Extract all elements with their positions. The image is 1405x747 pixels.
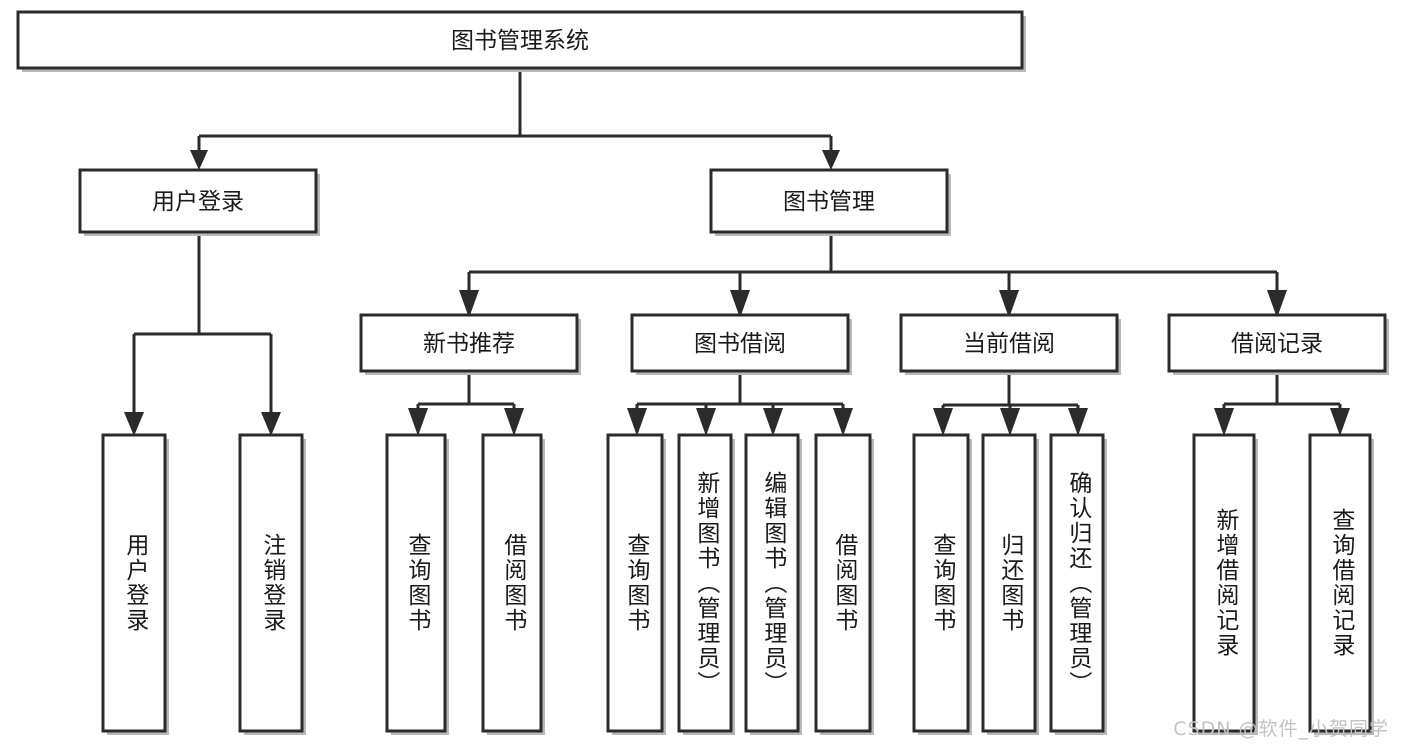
arrow-userlogin-leaf-1 [124,412,144,436]
arrow-bookborrow-leaf-4 [833,408,853,436]
node-user-login-label: 用户登录 [152,189,244,215]
arrow-currentborrow-leaf-1 [933,408,953,436]
node-leaf-borrow-book-1-box[interactable] [481,433,543,733]
arrow-currentborrow-leaf-2 [1000,408,1020,436]
arrow-borrowrecord-leaf-2 [1330,408,1350,436]
arrow-currentborrow-leaf-3 [1068,408,1088,436]
node-root-label: 图书管理系统 [451,28,589,54]
arrow-newbook-leaf-2 [504,408,524,436]
arrow-bookmanage-child-1 [459,290,479,318]
arrow-bookborrow-leaf-1 [627,408,647,436]
node-new-book-recommend-label: 新书推荐 [423,331,515,357]
csdn-watermark: CSDN @软件_小贺同学 [1173,718,1389,740]
node-book-borrow-box[interactable] [630,313,850,373]
node-root-box[interactable] [16,10,1024,70]
node-leaf-return-book-box[interactable] [981,433,1037,733]
node-book-borrow-label: 图书借阅 [694,331,786,357]
arrow-bookborrow-leaf-2 [696,408,716,436]
node-current-borrow-label: 当前借阅 [963,331,1055,357]
node-book-manage-label: 图书管理 [783,189,875,215]
node-leaf-add-book-box[interactable] [677,433,733,733]
node-user-login-box[interactable] [78,168,318,234]
arrow-root-to-user-login [190,150,208,170]
node-leaf-user-logout-box[interactable] [238,433,304,733]
node-layer: 图书管理系统 用户登录 图书管理 新书推荐 图书借阅 当前借阅 借阅记录 [16,10,1389,735]
node-current-borrow-box[interactable] [899,313,1119,373]
arrow-bookborrow-leaf-3 [763,408,783,436]
node-book-manage-box[interactable] [709,168,949,234]
arrow-bookmanage-child-2 [730,290,750,318]
node-new-book-recommend-box[interactable] [359,313,579,373]
node-leaf-query-book-2-box[interactable] [606,433,664,733]
arrow-bookmanage-child-4 [1267,290,1287,318]
node-leaf-confirm-return-box[interactable] [1049,433,1105,733]
node-leaf-query-record-box[interactable] [1308,433,1372,733]
node-leaf-user-login-box[interactable] [101,433,167,733]
node-leaf-query-book-1-box[interactable] [385,433,447,733]
connector-layer [124,68,1350,436]
arrow-borrowrecord-leaf-1 [1214,408,1234,436]
arrow-userlogin-leaf-2 [261,412,281,436]
arrow-bookmanage-child-3 [999,290,1019,318]
node-leaf-edit-book-box[interactable] [744,433,800,733]
arrow-newbook-leaf-1 [408,408,428,436]
node-borrow-record-box[interactable] [1167,313,1387,373]
node-leaf-borrow-book-2-box[interactable] [814,433,872,733]
arrow-root-to-book-manage [822,150,840,170]
node-borrow-record-label: 借阅记录 [1231,331,1323,357]
node-leaf-add-record-box[interactable] [1192,433,1256,733]
node-leaf-query-book-3-box[interactable] [912,433,970,733]
